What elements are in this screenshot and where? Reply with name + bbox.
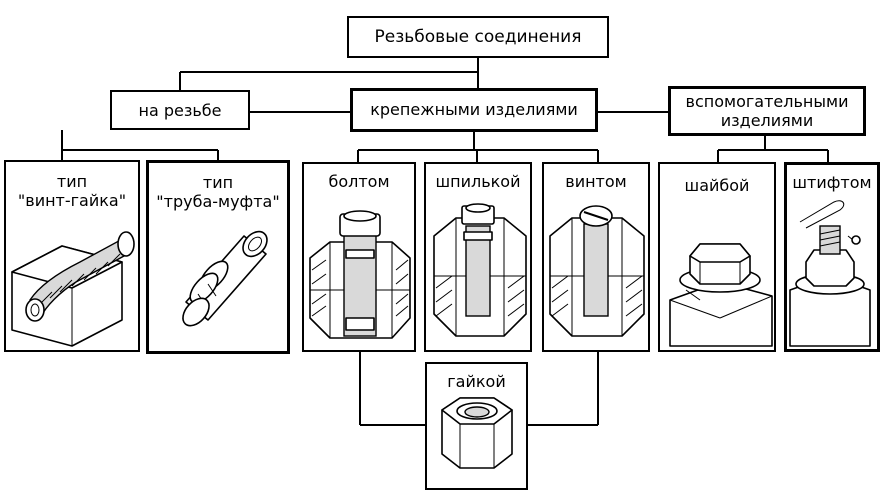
root-label: Резьбовые соединения [374, 27, 582, 47]
leaf-screw-nut-label: тип "винт-гайка" [17, 172, 127, 210]
screw-joint-icon [549, 205, 645, 337]
pipe-coupling-icon [182, 230, 268, 327]
root-node: Резьбовые соединения [347, 16, 609, 58]
stud-joint-icon [433, 203, 527, 337]
branch-auxiliary: вспомогательными изделиями [668, 86, 866, 136]
bolt-joint-icon [309, 210, 411, 339]
screw-nut-joint-icon [11, 231, 135, 347]
leaf-pin-label: штифтом [792, 173, 872, 192]
cotter-pin-joint-icon [789, 200, 871, 347]
branch-on-thread: на резьбе [110, 90, 250, 130]
branch-fasteners: крепежными изделиями [350, 88, 598, 132]
hex-nut-icon [441, 397, 513, 469]
washer-joint-icon [669, 243, 773, 347]
leaf-bolt-label: болтом [328, 172, 390, 191]
branch-fasteners-label: крепежными изделиями [370, 100, 578, 119]
leaf-nut-label: гайкой [447, 372, 506, 391]
leaf-pipe-coupling-label: тип "труба-муфта" [156, 173, 280, 211]
branch-on-thread-label: на резьбе [138, 101, 222, 120]
leaf-pipe-coupling: тип "труба-муфта" [146, 160, 290, 354]
leaf-washer-label: шайбой [684, 176, 750, 195]
leaf-stud-label: шпилькой [435, 172, 521, 191]
branch-auxiliary-label: вспомогательными изделиями [685, 92, 849, 130]
leaf-screw-label: винтом [565, 172, 627, 191]
